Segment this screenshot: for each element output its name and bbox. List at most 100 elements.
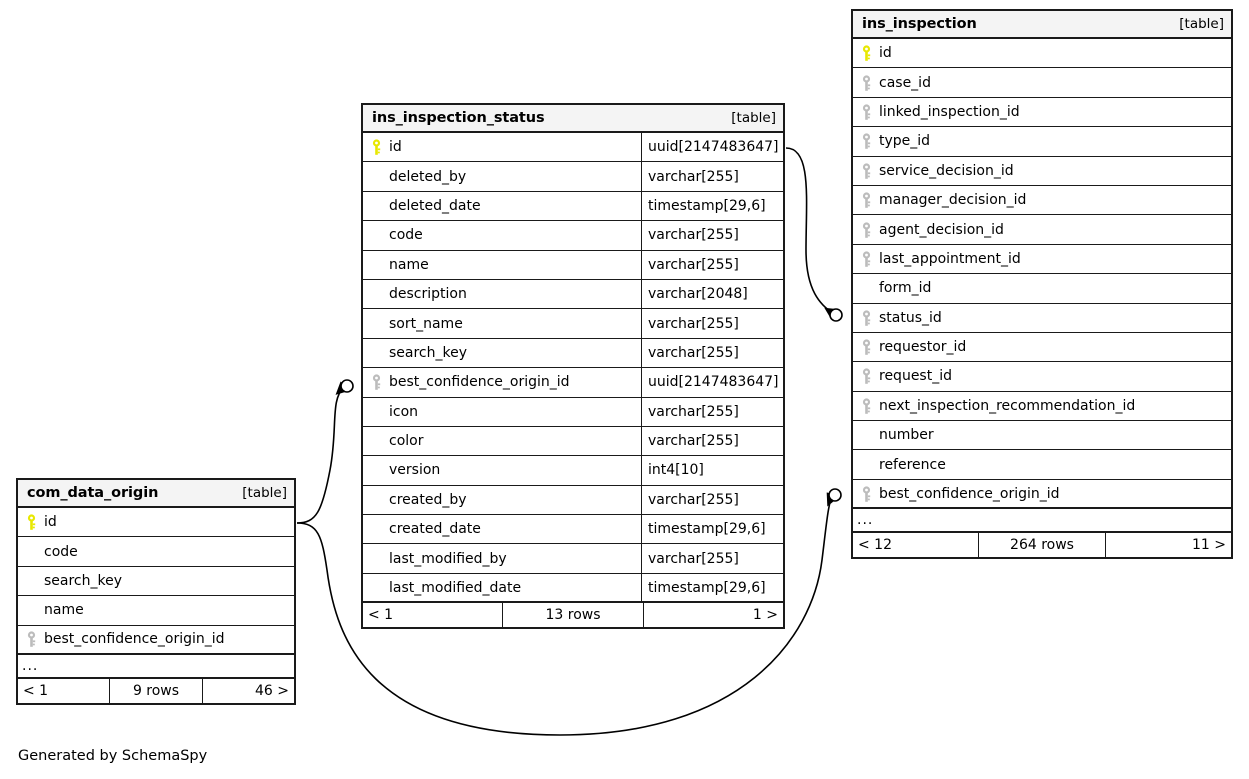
column-row-best_confidence_origin_id[interactable]: best_confidence_origin_id	[18, 626, 294, 655]
column-row-requestor_id[interactable]: requestor_id	[853, 333, 1231, 363]
column-row-best_confidence_origin_id[interactable]: best_confidence_origin_id	[853, 480, 1231, 510]
foreign-key-icon	[861, 485, 873, 502]
foreign-key-icon	[861, 368, 873, 385]
table-name-com_data_origin: com_data_origin	[27, 485, 159, 501]
pager-prev-button[interactable]: < 12	[858, 537, 892, 554]
column-label: next_inspection_recommendation_id	[879, 397, 1136, 414]
column-row-manager_decision_id[interactable]: manager_decision_id	[853, 186, 1231, 216]
column-type-cell: varchar[255]	[641, 221, 783, 250]
column-label: linked_inspection_id	[879, 103, 1020, 120]
edge-status-to-inspection	[785, 147, 843, 322]
column-row-last_appointment_id[interactable]: last_appointment_id	[853, 245, 1231, 275]
pager-prev-button[interactable]: < 1	[368, 607, 394, 624]
column-row-name[interactable]: name	[18, 596, 294, 626]
key-spacer	[371, 580, 383, 596]
pager-next-button[interactable]: 1 >	[752, 607, 778, 624]
column-type-cell: varchar[255]	[641, 397, 783, 426]
column-row-search_key[interactable]: search_key	[18, 567, 294, 597]
column-label: version	[389, 462, 441, 479]
column-row-case_id[interactable]: case_id	[853, 68, 1231, 98]
column-row-best_confidence_origin_id[interactable]: best_confidence_origin_id uuid[2147483647…	[363, 368, 783, 398]
column-row-id[interactable]: id	[853, 39, 1231, 69]
column-name-cell: color	[363, 427, 641, 455]
column-label: best_confidence_origin_id	[44, 631, 225, 648]
table-type-tag: [table]	[242, 485, 287, 501]
column-name-cell: code	[18, 537, 294, 565]
column-row-agent_decision_id[interactable]: agent_decision_id	[853, 215, 1231, 245]
column-name-cell: type_id	[853, 127, 1231, 155]
key-spacer	[371, 169, 383, 185]
foreign-key-icon	[861, 251, 873, 267]
foreign-key-icon	[861, 133, 873, 150]
column-label: request_id	[879, 368, 952, 385]
column-label: search_key	[389, 344, 468, 361]
column-label: search_key	[44, 572, 123, 589]
column-row-reference[interactable]: reference	[853, 450, 1231, 480]
column-name-cell: number	[853, 421, 1231, 449]
foreign-key-icon	[861, 339, 873, 355]
column-row-id[interactable]: id	[18, 508, 294, 538]
column-row-form_id[interactable]: form_id	[853, 274, 1231, 304]
key-spacer	[371, 257, 383, 273]
key-spacer	[26, 573, 38, 589]
column-name-cell: request_id	[853, 362, 1231, 390]
column-label: code	[44, 543, 78, 560]
column-row-status_id[interactable]: status_id	[853, 304, 1231, 333]
key-spacer	[371, 404, 383, 420]
column-label: best_confidence_origin_id	[389, 374, 570, 391]
table-header-ins_inspection: ins_inspection[table]	[853, 11, 1231, 39]
pager-next-button[interactable]: 11 >	[1192, 537, 1226, 554]
column-row-type_id[interactable]: type_id	[853, 127, 1231, 157]
foreign-key-icon	[861, 221, 873, 238]
column-name-cell: form_id	[853, 274, 1231, 302]
column-name-cell: last_modified_by	[363, 544, 641, 572]
pager-prev-button[interactable]: < 1	[23, 682, 49, 699]
column-label: requestor_id	[879, 339, 967, 356]
key-spacer	[371, 286, 383, 302]
column-label: last_modified_date	[389, 579, 522, 596]
key-spacer	[371, 521, 383, 537]
table-pager-ins_inspection: < 12 264 rows 11 >	[853, 533, 1231, 558]
foreign-key-icon	[861, 163, 873, 179]
column-name-cell: name	[18, 596, 294, 624]
column-label: type_id	[879, 133, 931, 150]
column-label: description	[389, 286, 467, 303]
column-name-cell: id	[18, 508, 294, 536]
foreign-key-icon	[861, 192, 873, 208]
column-type-cell: uuid[2147483647]	[641, 368, 783, 397]
column-name-cell: id	[363, 133, 641, 161]
column-row-service_decision_id[interactable]: service_decision_id	[853, 157, 1231, 186]
foreign-key-icon	[861, 398, 873, 414]
pager-row-count: 264 rows	[977, 533, 1107, 558]
column-label: created_date	[389, 521, 481, 538]
column-row-linked_inspection_id[interactable]: linked_inspection_id	[853, 98, 1231, 128]
column-row-code[interactable]: code	[18, 537, 294, 567]
table-name-ins_inspection: ins_inspection	[862, 16, 977, 32]
pager-next-button[interactable]: 46 >	[255, 682, 289, 699]
column-label: form_id	[879, 280, 932, 297]
column-row-number[interactable]: number	[853, 421, 1231, 451]
column-row-request_id[interactable]: request_id	[853, 362, 1231, 392]
foreign-key-icon	[371, 374, 383, 391]
column-label: name	[44, 602, 84, 619]
column-row-next_inspection_recommendation_id[interactable]: next_inspection_recommendation_id	[853, 392, 1231, 422]
